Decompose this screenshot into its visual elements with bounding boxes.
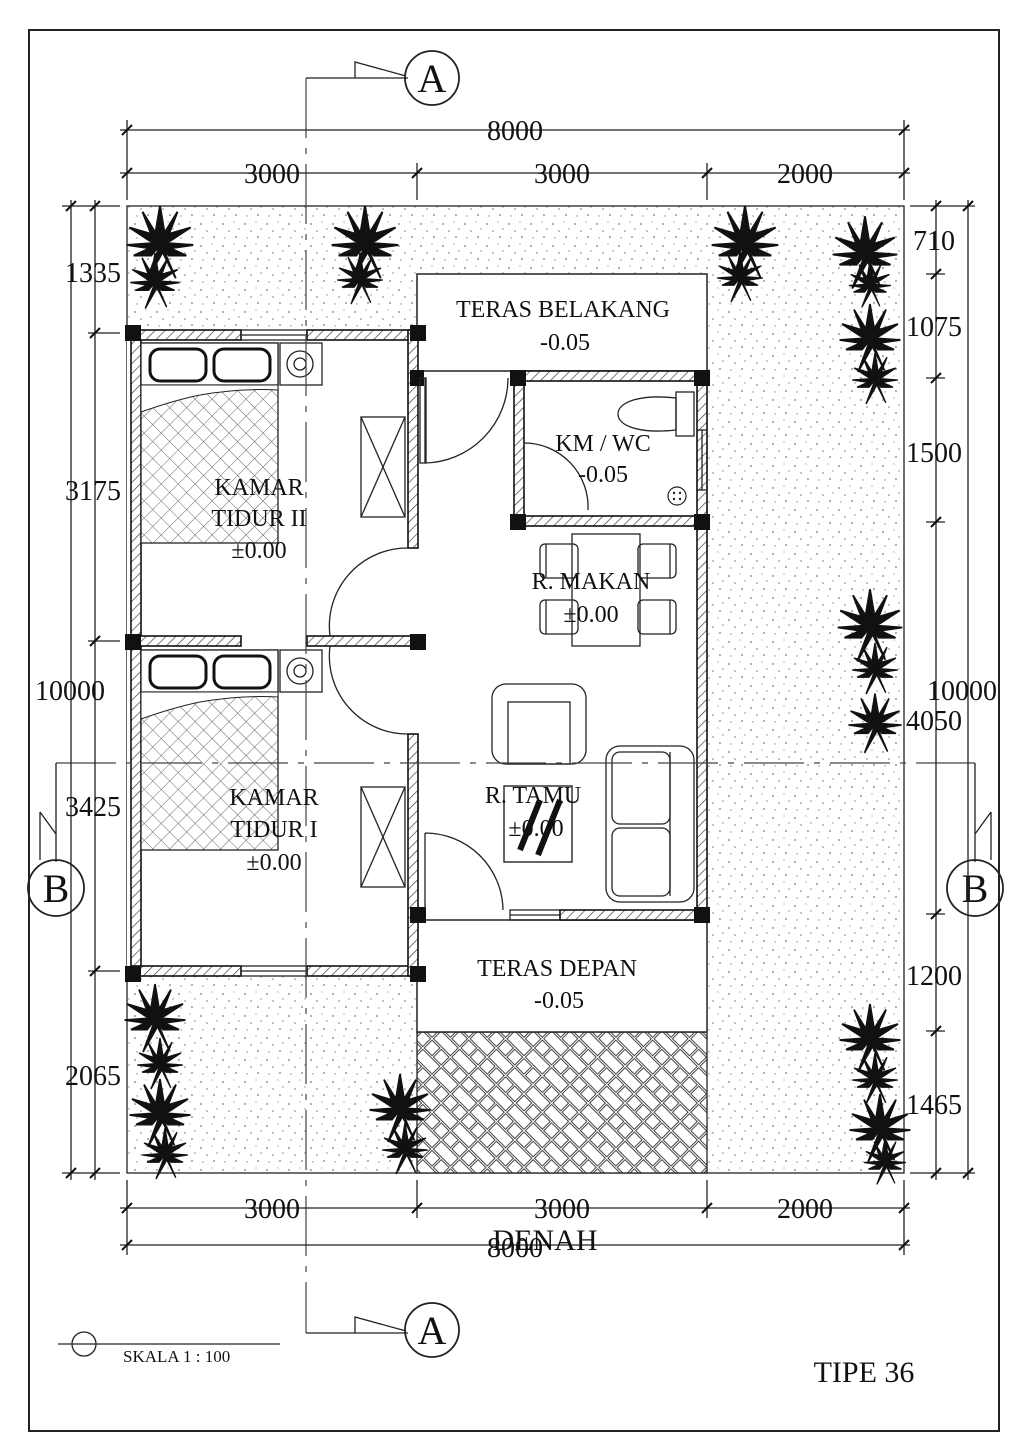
dimension-lines: [62, 120, 975, 1255]
toilet: [617, 391, 695, 437]
room-kamar-2-name2: TIDUR II: [211, 506, 306, 532]
dim-right-seg-3: 1500: [906, 438, 962, 469]
room-teras-depan-level: -0.05: [534, 988, 584, 1014]
section-markers: [27, 50, 1004, 1358]
section-a-bottom-label: A: [418, 1308, 447, 1353]
room-teras-belakang-level: -0.05: [540, 330, 590, 356]
room-kamar-1-level: ±0.00: [246, 850, 301, 876]
floor-drain: [667, 486, 687, 506]
dim-bottom-total: 8000: [487, 1233, 543, 1264]
dim-top-seg-3: 2000: [777, 159, 833, 190]
doors: [328, 377, 589, 911]
dim-left-seg-1: 1335: [65, 258, 121, 289]
room-kamar-2-level: ±0.00: [231, 538, 286, 564]
room-km-wc-name: KM / WC: [555, 431, 651, 457]
room-r-makan-level: ±0.00: [563, 602, 618, 628]
dim-top-seg-2: 3000: [534, 159, 590, 190]
bed-upper: [140, 342, 323, 544]
scale-label: SKALA 1 : 100: [123, 1347, 230, 1366]
section-a-top-label: A: [418, 56, 447, 101]
front-paving: [416, 1031, 708, 1174]
room-r-tamu-level: ±0.00: [508, 816, 563, 842]
section-b-left-label: B: [43, 866, 70, 911]
dim-top-total: 8000: [487, 116, 543, 147]
section-b-right-label: B: [962, 866, 989, 911]
dim-left-seg-4: 2065: [65, 1061, 121, 1092]
dim-bottom-seg-2: 3000: [534, 1194, 590, 1225]
dim-right-seg-5: 1200: [906, 961, 962, 992]
room-kamar-1-name2: TIDUR I: [230, 817, 317, 843]
dim-top-seg-1: 3000: [244, 159, 300, 190]
dim-right-seg-6: 1465: [906, 1090, 962, 1121]
armchair: [491, 683, 587, 765]
wardrobes: [360, 416, 406, 888]
dining-set: [539, 533, 677, 647]
room-kamar-1-name: KAMAR: [229, 785, 318, 811]
dim-bottom-seg-3: 2000: [777, 1194, 833, 1225]
columns: [125, 325, 710, 982]
room-kamar-2-name: KAMAR: [214, 475, 303, 501]
dimension-ticks: [65, 124, 974, 1251]
dim-left-total: 10000: [35, 676, 105, 707]
bed-lower: [140, 649, 323, 851]
windows: [240, 329, 708, 977]
dim-left-seg-3: 3425: [65, 792, 121, 823]
dim-right-seg-2: 1075: [906, 312, 962, 343]
coffee-table: [503, 785, 573, 863]
room-km-wc-level: -0.05: [578, 462, 628, 488]
dim-left-seg-2: 3175: [65, 476, 121, 507]
dim-right-seg-1: 710: [913, 226, 955, 257]
section-lines: [56, 78, 975, 1333]
scale-symbol: [58, 1331, 280, 1357]
sofa: [605, 745, 695, 903]
drawing-frame: [28, 29, 1000, 1432]
dim-right-seg-4: 4050: [906, 706, 962, 737]
walls: [130, 329, 708, 977]
room-r-makan-name: R. MAKAN: [532, 569, 651, 595]
drawing-title: DENAH: [493, 1224, 598, 1257]
room-teras-belakang-name: TERAS BELAKANG: [456, 297, 670, 323]
room-r-tamu-name: R. TAMU: [485, 783, 581, 809]
dim-right-total: 10000: [927, 676, 997, 707]
type-label: TIPE 36: [814, 1356, 915, 1389]
room-teras-depan-name: TERAS DEPAN: [477, 956, 637, 982]
dim-bottom-seg-1: 3000: [244, 1194, 300, 1225]
